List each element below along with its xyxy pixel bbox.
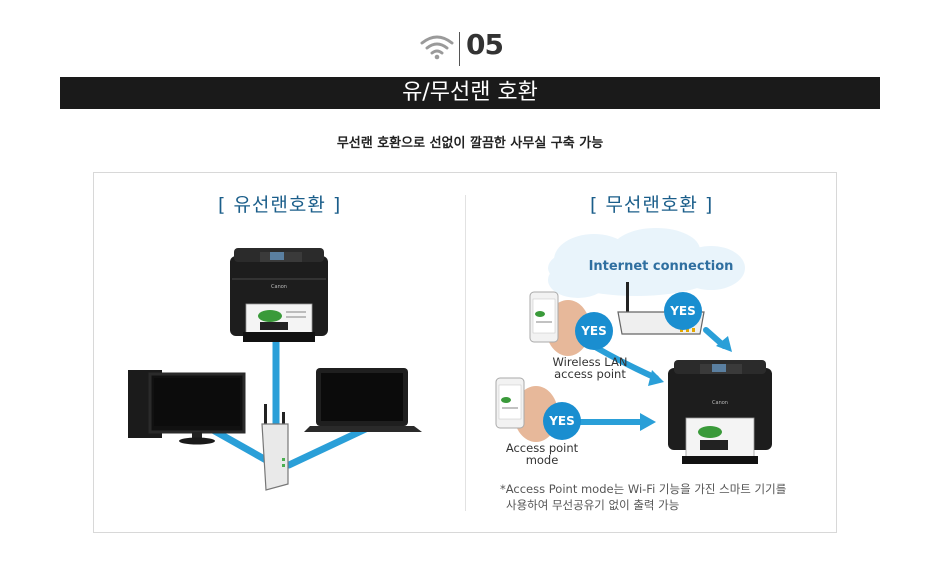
access-point-mode-label: Access point mode bbox=[505, 441, 579, 467]
access-point-note: *Access Point mode는 Wi-Fi 기능을 가진 스마트 기기를… bbox=[500, 482, 787, 512]
header-separator bbox=[459, 32, 460, 66]
page-subtitle: 무선랜 호환으로 선없이 깔끔한 사무실 구축 가능 bbox=[336, 136, 604, 151]
desktop-computer-icon bbox=[128, 370, 246, 445]
internet-connection-label: Internet connection bbox=[588, 259, 734, 274]
wireless-lan-label: Wireless LAN access point bbox=[552, 355, 628, 381]
yes-badge: YES bbox=[664, 292, 702, 330]
comparison-panel bbox=[93, 172, 837, 533]
router-icon bbox=[261, 404, 289, 491]
cloud-icon bbox=[548, 228, 745, 298]
printer-icon: Canon bbox=[668, 360, 772, 464]
panel-divider bbox=[465, 195, 466, 511]
wifi-icon bbox=[420, 35, 454, 60]
yes-badge: YES bbox=[543, 402, 581, 440]
laptop-icon bbox=[304, 368, 422, 432]
page-title: 유/무선랜 호환 bbox=[60, 77, 880, 109]
wireless-section-title: [ 무선랜호환 ] bbox=[590, 194, 714, 216]
wired-section-title: [ 유선랜호환 ] bbox=[218, 194, 342, 216]
printer-icon: Canon bbox=[230, 248, 328, 342]
svg-text:Canon: Canon bbox=[712, 400, 728, 406]
wired-diagram: Canon bbox=[128, 248, 422, 491]
section-number: 05 bbox=[466, 28, 504, 61]
yes-badge: YES bbox=[575, 312, 613, 350]
svg-text:Canon: Canon bbox=[271, 284, 287, 290]
